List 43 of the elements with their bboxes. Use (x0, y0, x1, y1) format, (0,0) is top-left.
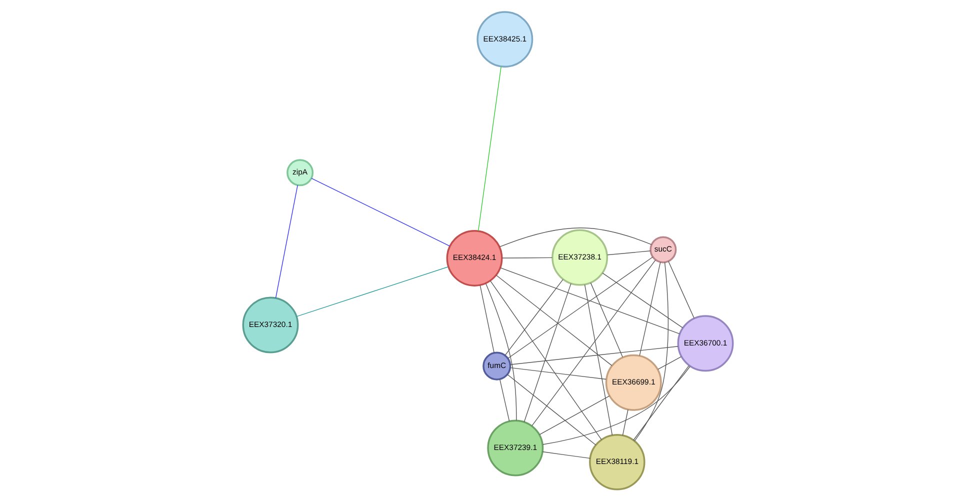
connector (477, 66, 501, 231)
node-circle: sucC (649, 236, 676, 263)
connector (523, 282, 571, 422)
connector (509, 346, 678, 364)
connector (634, 261, 668, 441)
node-circle: EEX36700.1 (676, 314, 734, 372)
connector (507, 256, 653, 358)
node-circle: EEX37238.1 (551, 228, 608, 286)
connector (296, 266, 448, 316)
node-circle: EEX38425.1 (476, 10, 533, 68)
connector (542, 450, 590, 458)
connector (484, 282, 516, 420)
connector (638, 261, 660, 356)
connector (668, 260, 694, 318)
connector (501, 256, 552, 258)
node-circle: EEX38424.1 (446, 229, 502, 286)
connector (489, 280, 602, 440)
node-circle: EEX38119.1 (588, 433, 645, 490)
connector (479, 284, 494, 353)
connector (498, 227, 652, 247)
connector (602, 272, 683, 328)
node-circle: EEX37239.1 (486, 419, 544, 476)
node-circle: EEX36699.1 (604, 354, 662, 410)
node-circle: EEX37320.1 (242, 296, 298, 353)
connector (531, 259, 656, 426)
connector (590, 282, 622, 357)
connector (622, 408, 628, 436)
connector (499, 378, 510, 421)
connector (506, 374, 596, 445)
connector (500, 266, 680, 334)
connector (538, 395, 610, 434)
connector (632, 364, 689, 440)
connector (542, 366, 690, 444)
node-circle: fumC (482, 351, 511, 380)
connector (504, 278, 563, 356)
connector (509, 366, 606, 380)
connector (606, 250, 650, 255)
connector (657, 356, 681, 370)
node-circle: zipA (286, 158, 314, 186)
connector (274, 184, 298, 298)
connector (495, 274, 612, 366)
connector (310, 177, 450, 246)
connector (584, 284, 612, 435)
